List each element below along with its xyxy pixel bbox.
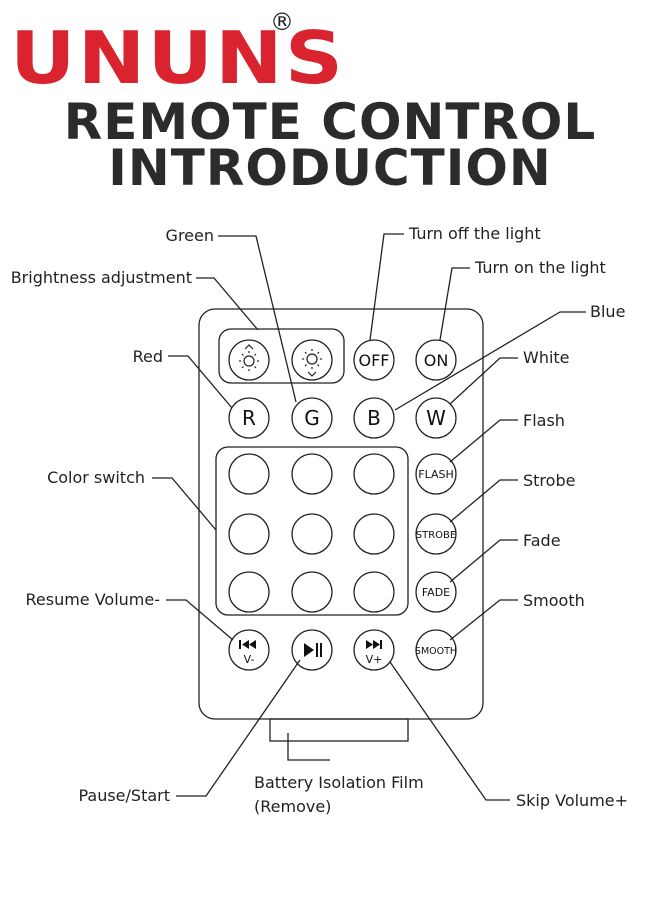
registered-mark: ® <box>270 8 294 36</box>
play-pause-icon <box>304 643 322 657</box>
label-skip-volume: Skip Volume+ <box>516 791 628 810</box>
flash-button[interactable] <box>415 453 457 495</box>
label-pause-start: Pause/Start <box>78 786 170 805</box>
off-button-label: OFF <box>359 351 390 370</box>
red-button-label: R <box>242 406 256 430</box>
green-button[interactable] <box>291 397 333 439</box>
label-white: White <box>523 348 570 367</box>
brightness-down-button[interactable] <box>291 339 333 381</box>
on-button[interactable] <box>415 339 457 381</box>
leader-turn-on <box>439 267 470 341</box>
v-plus-label: V+ <box>366 653 383 666</box>
page-title-line2: INTRODUCTION <box>108 139 552 197</box>
leader-fade <box>449 539 518 583</box>
fade-button[interactable] <box>415 571 457 613</box>
label-battery-line2: (Remove) <box>254 797 331 816</box>
leader-strobe <box>449 479 518 523</box>
label-battery-line1: Battery Isolation Film <box>254 773 424 792</box>
leader-color-switch <box>152 477 217 531</box>
leader-smooth <box>449 599 518 641</box>
strobe-button[interactable] <box>415 513 457 555</box>
fade-button-label: FADE <box>422 586 450 599</box>
color-button[interactable] <box>291 513 333 555</box>
flash-button-label: FLASH <box>418 468 454 481</box>
white-button[interactable] <box>415 397 457 439</box>
color-button[interactable] <box>291 571 333 613</box>
brightness-down-icon <box>302 349 322 377</box>
battery-tab <box>269 718 409 742</box>
blue-button[interactable] <box>353 397 395 439</box>
blue-button-label: B <box>367 406 381 430</box>
label-turn-off: Turn off the light <box>408 224 541 243</box>
color-button[interactable] <box>353 571 395 613</box>
label-turn-on: Turn on the light <box>474 258 606 277</box>
label-strobe: Strobe <box>523 471 575 490</box>
brightness-up-icon <box>239 344 259 371</box>
leader-turn-off <box>369 233 404 341</box>
label-green: Green <box>166 226 214 245</box>
green-button-label: G <box>304 406 320 430</box>
off-button[interactable] <box>353 339 395 381</box>
resume-volume-button[interactable] <box>228 629 270 671</box>
smooth-button-label: SMOOTH <box>415 646 457 657</box>
play-pause-button[interactable] <box>291 629 333 671</box>
on-button-label: ON <box>424 351 449 370</box>
color-switch-group-box <box>215 446 409 616</box>
leader-blue <box>394 311 586 411</box>
leader-resume-volume <box>166 599 234 641</box>
skip-volume-button[interactable] <box>353 629 395 671</box>
page-title-line1: REMOTE CONTROL <box>63 93 597 151</box>
next-icon <box>366 640 382 649</box>
label-flash: Flash <box>523 411 565 430</box>
leader-skip-volume <box>389 661 510 801</box>
color-button[interactable] <box>228 513 270 555</box>
previous-icon <box>239 640 256 649</box>
white-button-label: W <box>426 406 446 430</box>
brightness-up-button[interactable] <box>228 339 270 381</box>
label-fade: Fade <box>523 531 561 550</box>
brand-logo: UNUNS <box>10 16 346 100</box>
label-red: Red <box>133 347 163 366</box>
color-button[interactable] <box>353 453 395 495</box>
leader-brightness <box>196 277 259 331</box>
label-color-switch: Color switch <box>47 468 145 487</box>
label-resume-volume: Resume Volume- <box>25 590 160 609</box>
leader-green <box>218 235 297 403</box>
color-button[interactable] <box>228 453 270 495</box>
color-button[interactable] <box>228 571 270 613</box>
color-button[interactable] <box>291 453 333 495</box>
leader-battery <box>287 733 330 761</box>
label-blue: Blue <box>590 302 625 321</box>
red-button[interactable] <box>228 397 270 439</box>
leader-flash <box>449 419 518 463</box>
smooth-button[interactable] <box>415 629 457 671</box>
label-smooth: Smooth <box>523 591 585 610</box>
color-button[interactable] <box>353 513 395 555</box>
brightness-group-box <box>218 328 345 384</box>
v-minus-label: V- <box>244 653 255 666</box>
strobe-button-label: STROBE <box>416 530 456 541</box>
leader-red <box>168 355 233 409</box>
leader-pause-start <box>176 659 301 797</box>
leader-white <box>449 357 518 405</box>
label-brightness: Brightness adjustment <box>11 268 192 287</box>
